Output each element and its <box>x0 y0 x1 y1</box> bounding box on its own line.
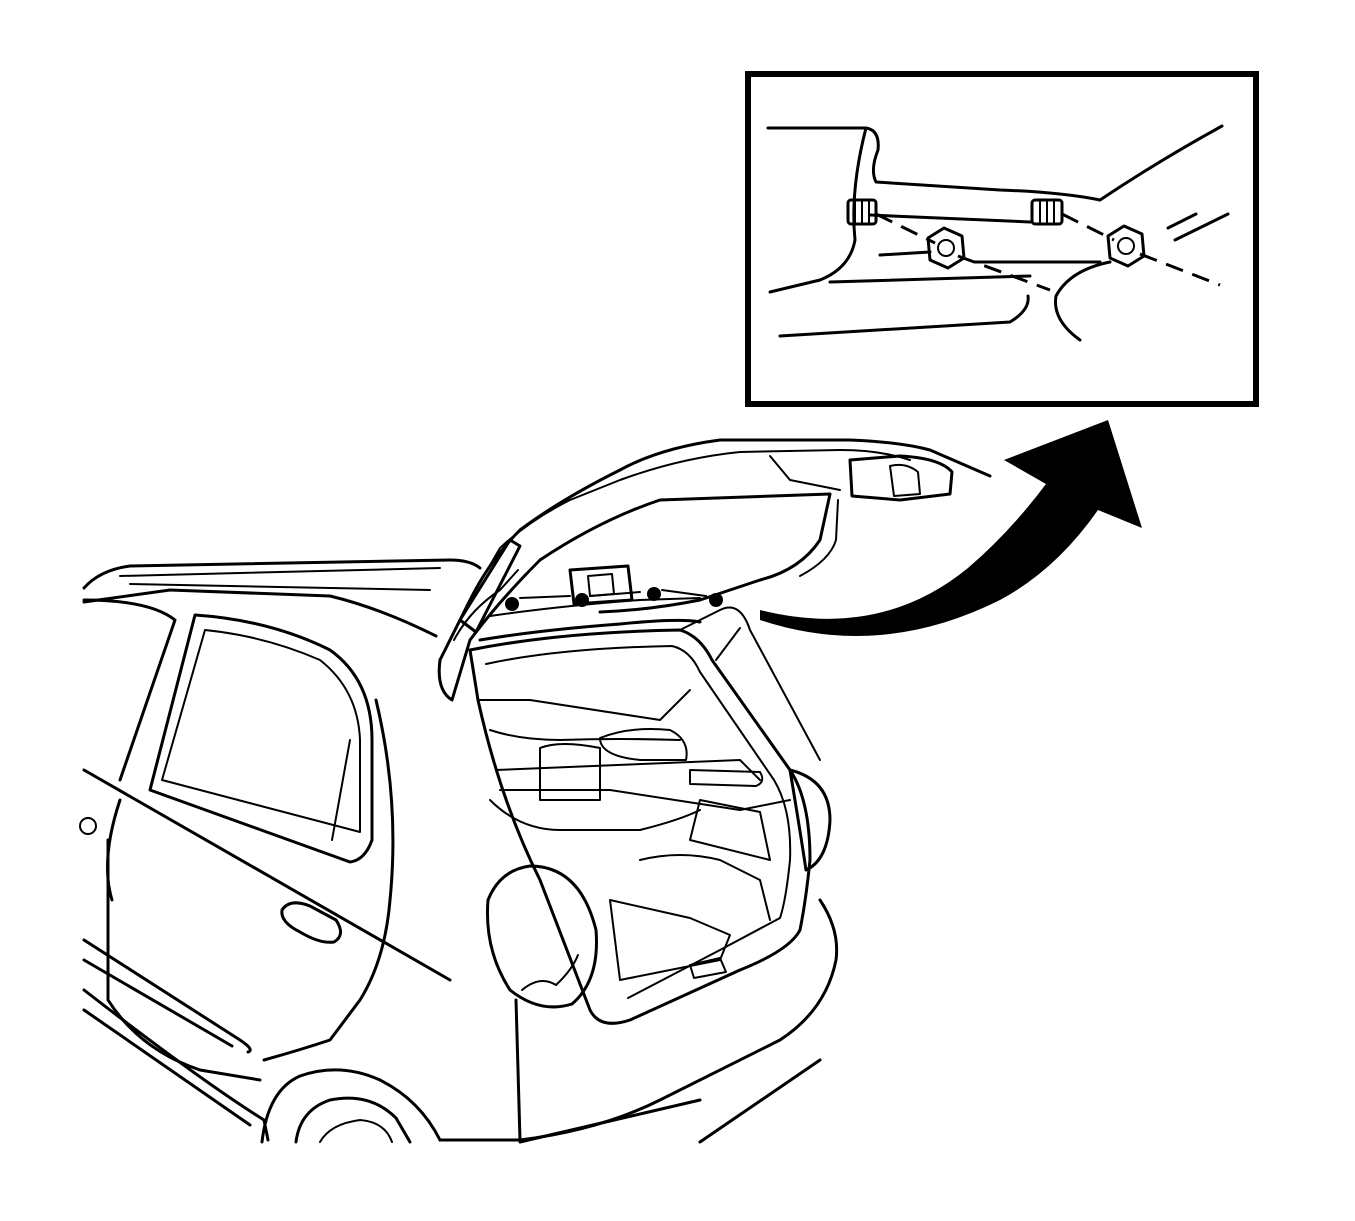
detail-inset-body-panel <box>766 124 1230 342</box>
callout-arrow-icon <box>760 420 1142 636</box>
stud-icon <box>1030 198 1064 226</box>
stud-icon <box>846 198 878 226</box>
car-rear-view-icon <box>79 558 839 1144</box>
detail-inset <box>745 71 1259 407</box>
fastener-axis-line <box>1061 212 1221 287</box>
liftgate-icon <box>437 438 992 702</box>
fastener-axis-line <box>875 212 1051 292</box>
